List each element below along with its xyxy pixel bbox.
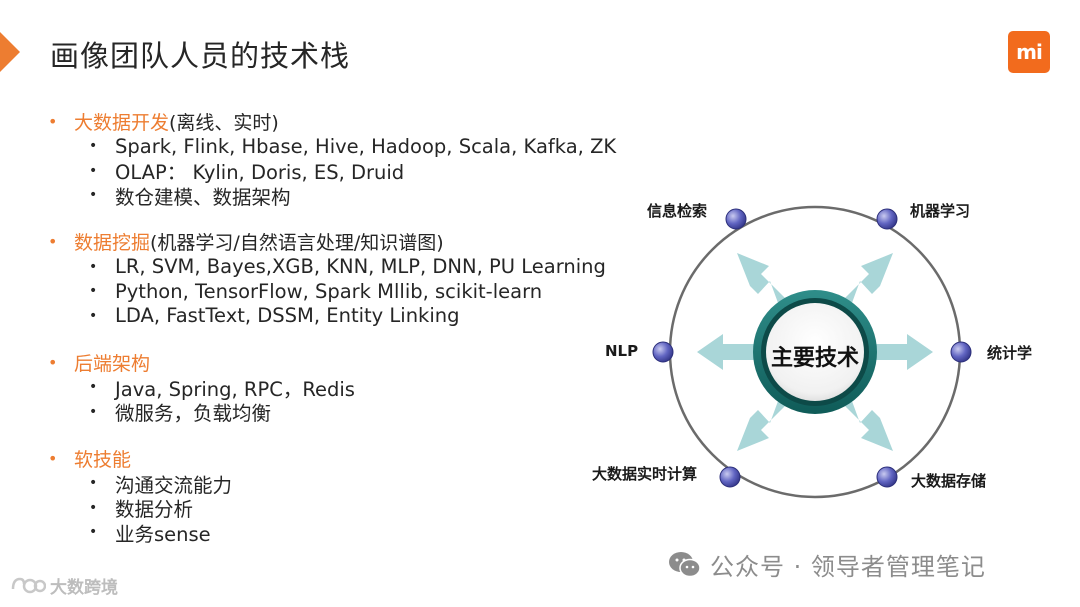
bullet-icon: • xyxy=(89,283,98,300)
node-left xyxy=(652,341,674,363)
section-data-mining: • 数据挖掘 (机器学习/自然语言处理/知识谱图) • LR, SVM, Baye… xyxy=(48,229,618,329)
list-item-text: 业务sense xyxy=(115,522,211,546)
node-bottom-right xyxy=(876,466,898,488)
corner-logo-icon xyxy=(11,577,46,593)
slide-title: 画像团队人员的技术栈 xyxy=(50,39,351,73)
center-label: 主要技术 xyxy=(770,346,859,371)
section-title: 大数据开发 xyxy=(74,111,170,134)
list-item-text: Spark, Flink, Hbase, Hive, Hadoop, Scala… xyxy=(115,134,617,158)
list-item: • 沟通交流能力 xyxy=(48,471,618,497)
node-label-bottom-left: 大数据实时计算 xyxy=(592,465,698,483)
corner-watermark: 大数跨境 xyxy=(10,573,118,598)
list-item: • 业务sense xyxy=(48,520,618,546)
tech-stack-outline: • 大数据开发 (离线、实时) • Spark, Flink, Hbase, Hi… xyxy=(48,108,618,566)
section-subtitle: (机器学习/自然语言处理/知识谱图) xyxy=(150,232,444,254)
section-big-data: • 大数据开发 (离线、实时) • Spark, Flink, Hbase, Hi… xyxy=(48,108,618,209)
tech-diagram-graphic xyxy=(652,205,972,499)
list-item: • 数仓建模、数据架构 xyxy=(48,183,618,209)
list-item-text: 微服务，负载均衡 xyxy=(115,402,272,426)
center-disc xyxy=(766,303,864,401)
list-item-text: 数据分析 xyxy=(115,498,194,522)
section-backend: • 后端架构 • Java, Spring, RPC，Redis • 微服务，负载均… xyxy=(48,349,618,426)
node-top-left xyxy=(725,208,747,230)
section-title: 数据挖掘 xyxy=(74,232,151,254)
bullet-icon: • xyxy=(48,232,58,251)
list-item-text: LDA, FastText, DSSM, Entity Linking xyxy=(115,304,460,328)
list-item: • Python, TensorFlow, Spark Mllib, scikit… xyxy=(48,279,618,304)
list-item: • Java, Spring, RPC，Redis xyxy=(48,375,618,401)
node-label-left: NLP xyxy=(605,342,639,360)
bullet-icon: • xyxy=(48,352,58,372)
watermark-text: 公众号 · 领导者管理笔记 xyxy=(710,553,986,581)
list-item-text: 沟通交流能力 xyxy=(115,473,233,497)
nodes xyxy=(652,208,972,488)
bullet-icon: • xyxy=(89,379,98,396)
list-item: • LR, SVM, Bayes,XGB, KNN, MLP, DNN, PU L… xyxy=(48,255,618,280)
bullet-icon: • xyxy=(89,524,98,541)
bullet-icon: • xyxy=(48,448,58,468)
corner-watermark-text: 大数跨境 xyxy=(50,578,118,598)
node-right xyxy=(950,341,972,363)
node-label-bottom-right: 大数据存储 xyxy=(911,472,987,490)
arrow-left xyxy=(697,334,760,370)
bullet-icon: • xyxy=(89,307,98,324)
node-label-top-right: 机器学习 xyxy=(910,202,971,220)
node-label-top-left: 信息检索 xyxy=(647,202,708,220)
node-label-right: 统计学 xyxy=(987,344,1033,362)
bullet-icon: • xyxy=(89,403,98,420)
list-item-text: Python, TensorFlow, Spark Mllib, scikit-… xyxy=(115,279,543,303)
bullet-icon: • xyxy=(89,475,98,492)
section-title: 后端架构 xyxy=(74,352,151,375)
title-accent-triangle xyxy=(0,32,20,72)
node-top-right xyxy=(876,208,898,230)
bullet-icon: • xyxy=(89,138,98,155)
list-item: • LDA, FastText, DSSM, Entity Linking xyxy=(48,304,618,329)
mi-logo-icon: mi xyxy=(1008,31,1050,73)
list-item: • 微服务，负载均衡 xyxy=(48,400,618,425)
wechat-icon xyxy=(669,551,701,577)
section-header: • 后端架构 xyxy=(48,349,618,375)
bullet-icon: • xyxy=(89,499,98,516)
bullet-icon: • xyxy=(89,187,98,204)
section-subtitle: (离线、实时) xyxy=(169,111,279,134)
tech-diagram: 主要技术 信息检索 机器学习 NLP 统计学 大数据实时计算 大数据存储 xyxy=(585,180,1055,520)
wechat-watermark: 公众号 · 领导者管理笔记 xyxy=(668,547,986,582)
list-item: • OLAP： Kylin, Doris, ES, Druid xyxy=(48,159,618,184)
list-item: • 数据分析 xyxy=(48,496,618,521)
bullet-icon: • xyxy=(89,162,98,179)
arrow-right xyxy=(870,334,933,370)
list-item: • Spark, Flink, Hbase, Hive, Hadoop, Scal… xyxy=(48,134,618,159)
list-item-text: Java, Spring, RPC，Redis xyxy=(115,377,355,401)
section-header: • 数据挖掘 (机器学习/自然语言处理/知识谱图) xyxy=(48,229,618,255)
node-bottom-left xyxy=(719,466,741,488)
list-item-text: OLAP： Kylin, Doris, ES, Druid xyxy=(115,161,405,185)
section-header: • 软技能 xyxy=(48,445,618,471)
bullet-icon: • xyxy=(48,111,58,131)
section-header: • 大数据开发 (离线、实时) xyxy=(48,108,618,134)
bullet-icon: • xyxy=(89,258,98,275)
section-title: 软技能 xyxy=(74,448,132,471)
list-item-text: LR, SVM, Bayes,XGB, KNN, MLP, DNN, PU Le… xyxy=(115,255,606,279)
list-item-text: 数仓建模、数据架构 xyxy=(115,185,291,209)
section-soft-skills: • 软技能 • 沟通交流能力 • 数据分析 • 业务sense xyxy=(48,445,618,546)
